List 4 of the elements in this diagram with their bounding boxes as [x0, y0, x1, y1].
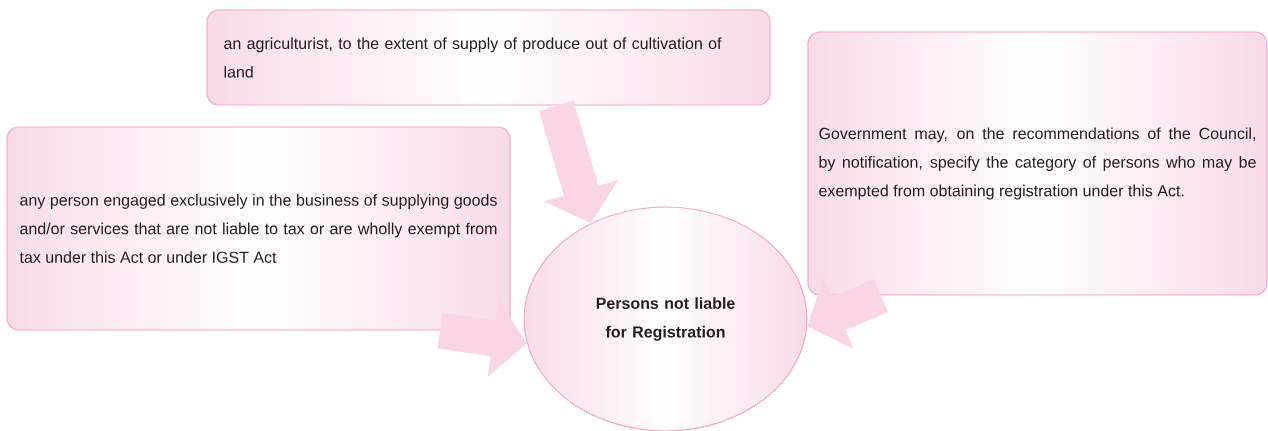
ellipse-node: Persons not liable for Registration: [523, 206, 808, 431]
text-box: an agriculturist, to the extent of supply of produce out of cultivation of land: [206, 9, 771, 106]
text-box: Government may, on the recommendations of the Council, by notification, specify the category of persons who may be exempted from obtaining registration under this Act.: [807, 31, 1268, 296]
text-box: any person engaged exclusively in the business of supplying goods and/or services that are not liable to tax or are wholly exempt from tax under this Act or under IGST Act: [6, 126, 511, 331]
